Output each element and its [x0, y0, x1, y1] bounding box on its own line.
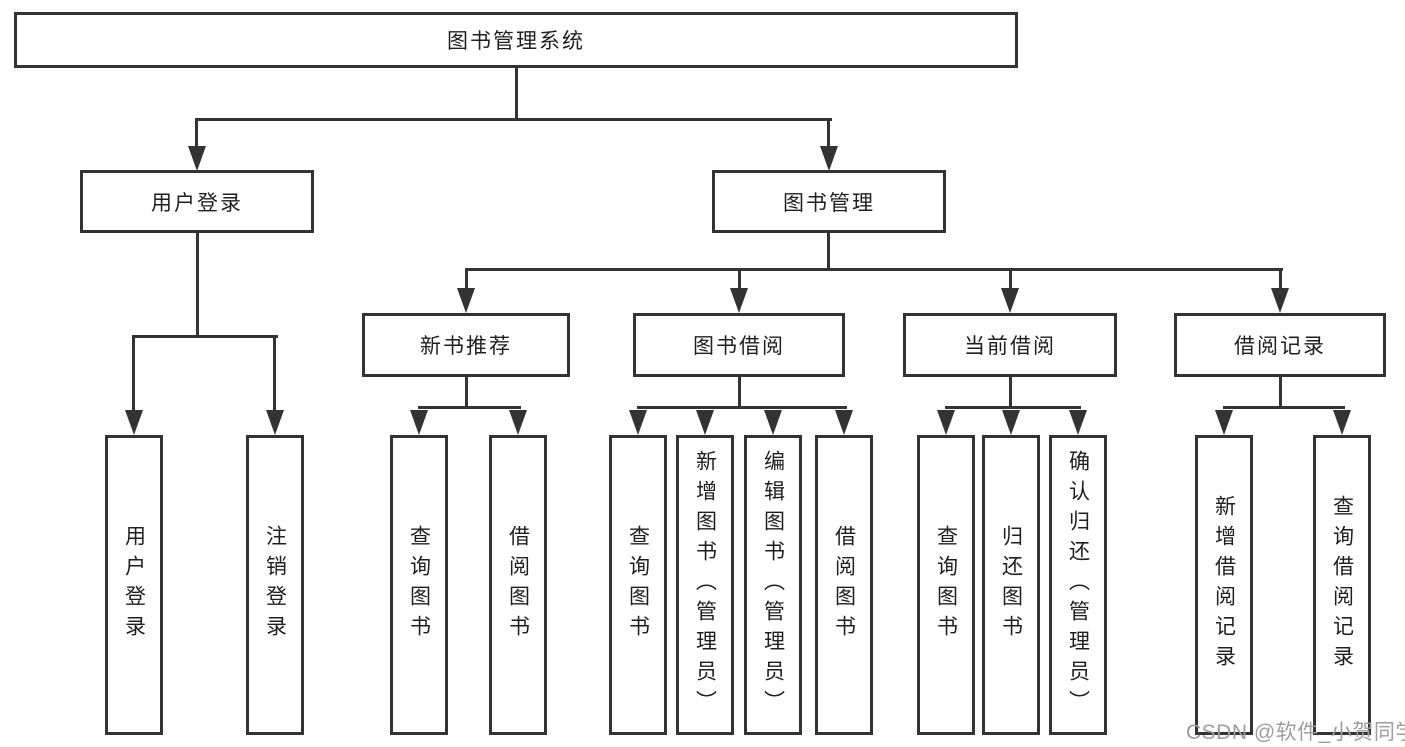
arrow-down-icon	[696, 410, 714, 435]
arrow-down-icon	[188, 146, 206, 171]
leaf-borrow-books: 借阅图书	[815, 435, 873, 735]
leaf-label: 查询借阅记录	[1330, 495, 1354, 675]
leaf-logout: 注销登录	[246, 435, 304, 735]
arrow-down-icon	[1069, 410, 1087, 435]
connector-line	[945, 406, 1081, 409]
node-label: 图书借阅	[693, 335, 785, 358]
arrow-down-icon	[125, 410, 143, 435]
connector-line	[465, 268, 468, 290]
leaf-label: 编辑图书（管理员）	[761, 450, 785, 720]
connector-line	[738, 375, 741, 408]
connector-line	[418, 406, 521, 409]
node-label: 图书管理系统	[447, 30, 585, 53]
arrow-down-icon	[1271, 288, 1289, 313]
connector-line	[1009, 375, 1012, 408]
leaf-search-borrow-record: 查询借阅记录	[1313, 435, 1371, 735]
leaf-label: 注销登录	[263, 525, 287, 645]
connector-line	[196, 231, 199, 337]
arrow-down-icon	[509, 410, 527, 435]
leaf-label: 归还图书	[999, 525, 1023, 645]
connector-line	[1223, 406, 1345, 409]
leaf-search-books: 查询图书	[609, 435, 667, 735]
connector-line	[1279, 268, 1282, 290]
node-label: 图书管理	[783, 191, 875, 215]
node-book-borrowing: 图书借阅	[633, 313, 845, 377]
arrow-down-icon	[629, 410, 647, 435]
node-book-management: 图书管理	[712, 170, 946, 233]
arrow-down-icon	[820, 146, 838, 171]
csdn-watermark: CSDN @软件_小贺同学	[1186, 721, 1405, 744]
arrow-down-icon	[937, 410, 955, 435]
arrow-down-icon	[1001, 288, 1019, 313]
arrow-down-icon	[266, 410, 284, 435]
leaf-add-books-admin: 新增图书（管理员）	[676, 435, 734, 735]
node-borrowing-records: 借阅记录	[1174, 313, 1386, 377]
arrow-down-icon	[410, 410, 428, 435]
connector-line	[195, 118, 832, 121]
leaf-confirm-return-admin: 确认归还（管理员）	[1049, 435, 1107, 735]
node-label: 当前借阅	[964, 335, 1056, 358]
node-label: 用户登录	[151, 191, 243, 215]
leaf-label: 借阅图书	[832, 525, 856, 645]
leaf-borrow-books: 借阅图书	[489, 435, 547, 735]
leaf-label: 查询图书	[626, 525, 650, 645]
node-current-borrowing: 当前借阅	[903, 313, 1117, 377]
leaf-label: 查询图书	[407, 525, 431, 645]
arrow-down-icon	[457, 288, 475, 313]
leaf-user-login: 用户登录	[105, 435, 163, 735]
arrow-down-icon	[835, 410, 853, 435]
arrow-down-icon	[1002, 410, 1020, 435]
connector-line	[273, 335, 276, 412]
leaf-label: 用户登录	[122, 525, 146, 645]
connector-line	[132, 335, 135, 412]
node-user-login: 用户登录	[80, 170, 314, 233]
connector-line	[465, 268, 1283, 271]
node-label: 借阅记录	[1234, 335, 1326, 358]
leaf-label: 新增借阅记录	[1212, 495, 1236, 675]
connector-line	[515, 66, 518, 120]
connector-line	[827, 231, 830, 270]
node-library-system: 图书管理系统	[14, 12, 1018, 68]
connector-line	[465, 375, 468, 408]
node-new-book-recommend: 新书推荐	[362, 313, 570, 377]
connector-line	[738, 268, 741, 290]
arrow-down-icon	[1333, 410, 1351, 435]
connector-line	[195, 118, 198, 148]
leaf-add-borrow-record: 新增借阅记录	[1195, 435, 1253, 735]
leaf-label: 新增图书（管理员）	[693, 450, 717, 720]
leaf-search-books: 查询图书	[390, 435, 448, 735]
leaf-edit-books-admin: 编辑图书（管理员）	[744, 435, 802, 735]
leaf-label: 借阅图书	[506, 525, 530, 645]
arrow-down-icon	[730, 288, 748, 313]
arrow-down-icon	[1215, 410, 1233, 435]
connector-line	[1009, 268, 1012, 290]
leaf-label: 查询图书	[934, 525, 958, 645]
connector-line	[637, 406, 847, 409]
connector-line	[827, 118, 830, 148]
connector-line	[132, 335, 278, 338]
leaf-search-books: 查询图书	[917, 435, 975, 735]
connector-line	[1279, 375, 1282, 408]
arrow-down-icon	[764, 410, 782, 435]
leaf-label: 确认归还（管理员）	[1066, 450, 1090, 720]
leaf-return-books: 归还图书	[982, 435, 1040, 735]
node-label: 新书推荐	[420, 335, 512, 358]
